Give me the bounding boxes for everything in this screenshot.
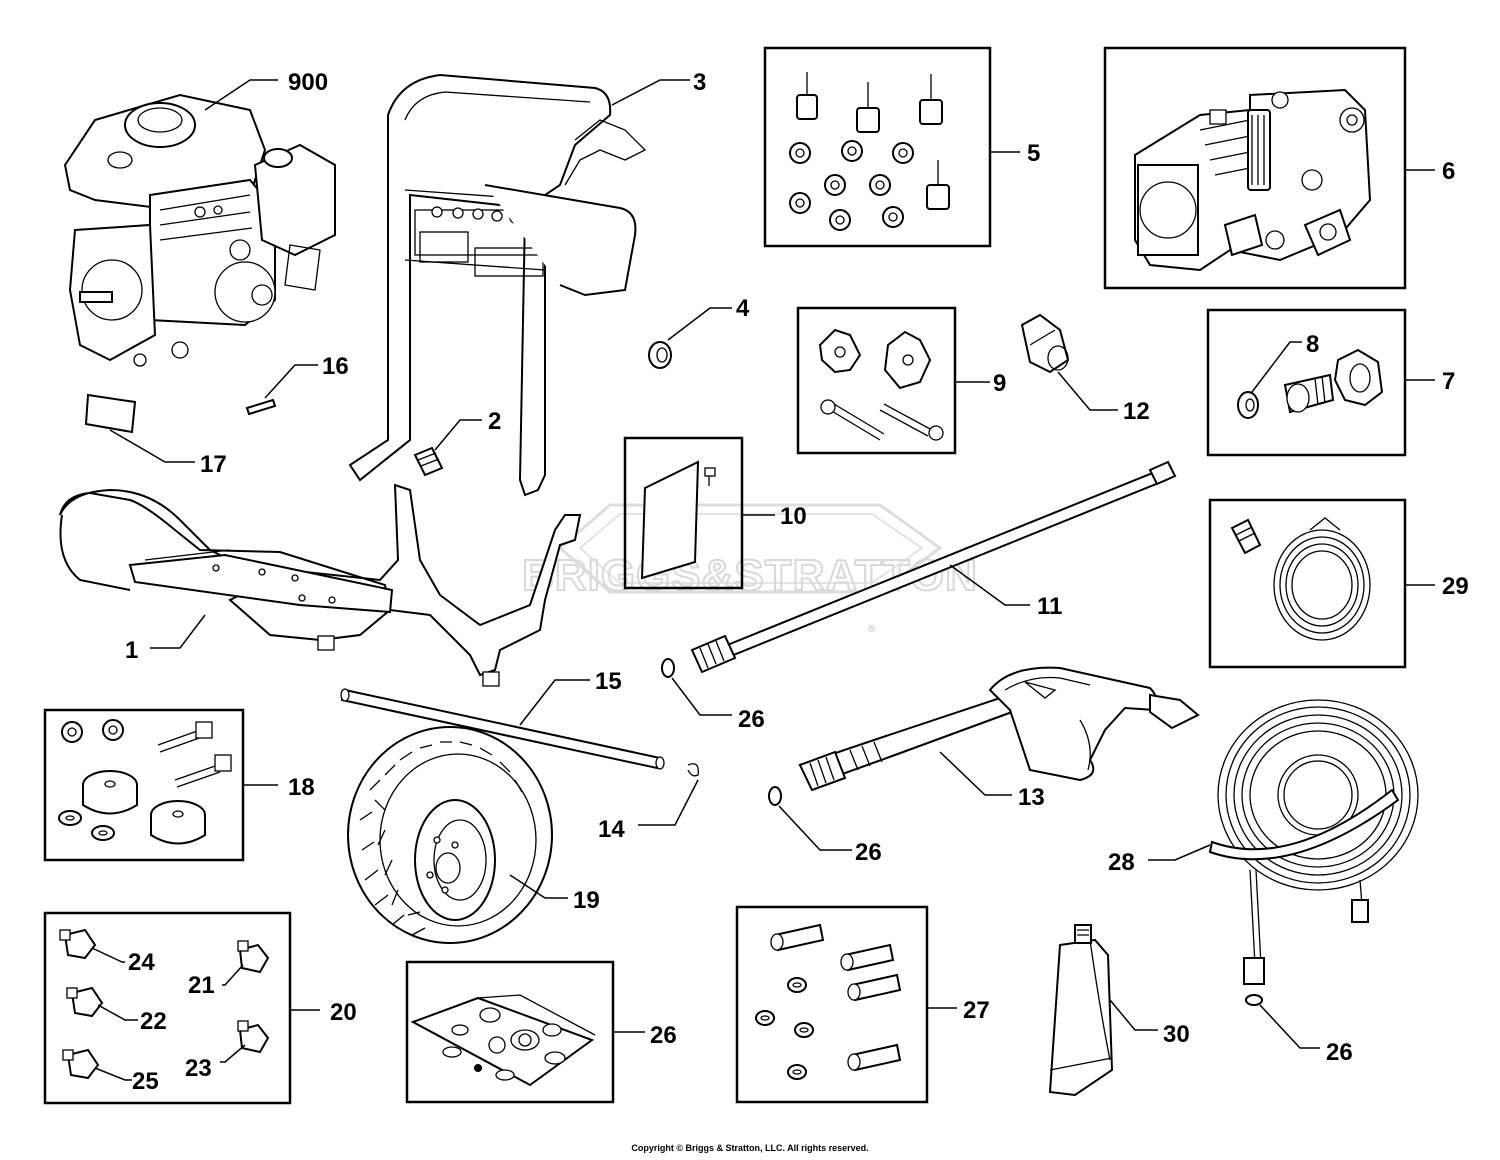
callout-11: 11 [1037,593,1062,620]
callout-24: 24 [128,949,155,976]
retaining-clip-part-14[interactable] [687,763,699,777]
callout-26-hose: 26 [1326,1039,1353,1066]
callout-10: 10 [780,503,807,530]
callout-20: 20 [330,999,357,1026]
callout-27: 27 [963,997,990,1024]
copyright-notice: Copyright © Briggs & Stratton, LLC. All … [631,1143,869,1153]
pump-part-6[interactable] [1103,46,1407,290]
callout-13: 13 [1018,784,1045,811]
callout-28: 28 [1108,849,1135,876]
nozzle-cleaning-kit-part-29[interactable] [1208,498,1407,669]
callout-18: 18 [288,774,315,801]
nozzle-set-part-20[interactable] [43,911,292,1105]
callout-9: 9 [993,370,1006,397]
nozzle-part-23[interactable] [237,1020,270,1054]
callout-12: 12 [1123,398,1150,425]
wheel-part-19[interactable] [347,726,553,944]
plug-part-2[interactable] [413,446,444,477]
wheel-hardware-kit-part-18[interactable] [43,708,245,862]
mount-kit-part-5[interactable] [763,46,992,248]
callout-23: 23 [185,1055,212,1082]
callout-30: 30 [1163,1021,1190,1048]
knob-bolt-kit-part-9[interactable] [796,306,957,455]
callout-17: 17 [200,451,227,478]
bolt-kit-part-27[interactable] [735,905,929,1104]
high-pressure-hose-part-28[interactable] [1208,699,1419,985]
nozzle-part-24[interactable] [59,928,97,960]
callout-14: 14 [598,816,625,843]
callout-16: 16 [322,353,349,380]
engine-part-900[interactable] [63,93,336,367]
callout-29: 29 [1442,573,1469,600]
spray-gun-part-13[interactable] [798,666,1200,792]
callout-3: 3 [693,69,706,96]
callout-22: 22 [140,1008,167,1035]
pin-part-16[interactable] [245,398,277,416]
briggs-stratton-watermark: BRIGGS&STRATTON ® [521,503,978,635]
callout-2: 2 [488,408,501,435]
spray-lance-part-11[interactable] [690,460,1177,674]
callout-15: 15 [595,668,622,695]
callout-1: 1 [125,637,138,664]
o-ring-part-26-hose[interactable] [1245,994,1263,1006]
o-ring-kit-part-26[interactable] [405,960,615,1104]
callout-8: 8 [1306,331,1319,358]
watermark-registered-mark: ® [868,624,876,635]
unloader-kit-part-7[interactable] [1206,308,1407,457]
o-ring-part-26-gun[interactable] [768,786,782,806]
callout-7: 7 [1442,368,1455,395]
callout-25: 25 [132,1068,159,1095]
callout-26-lance: 26 [738,706,765,733]
callout-26-kit: 26 [650,1022,677,1049]
label-part-17[interactable] [84,393,137,434]
nozzle-part-21[interactable] [237,940,270,974]
orifice-part-8[interactable] [1251,341,1302,393]
o-ring-part-26-lance[interactable] [661,658,675,678]
callout-900: 900 [288,69,328,96]
lubricant-tube-part-30[interactable] [1048,924,1114,1097]
upper-handle-frame-part-3[interactable] [348,73,647,497]
callout-4: 4 [736,295,750,322]
lower-frame-part-1[interactable] [59,483,582,687]
callout-6: 6 [1442,158,1455,185]
axle-part-15[interactable] [340,688,665,770]
grommet-part-4[interactable] [648,341,672,369]
callout-21: 21 [188,972,215,999]
nozzle-part-25[interactable] [62,1048,100,1080]
callout-26-gun: 26 [855,839,882,866]
plate-kit-part-10[interactable] [623,436,744,590]
quick-connect-part-12[interactable] [1020,313,1070,374]
nozzle-part-22[interactable] [66,986,104,1018]
callout-19: 19 [573,887,600,914]
callout-5: 5 [1027,140,1040,167]
